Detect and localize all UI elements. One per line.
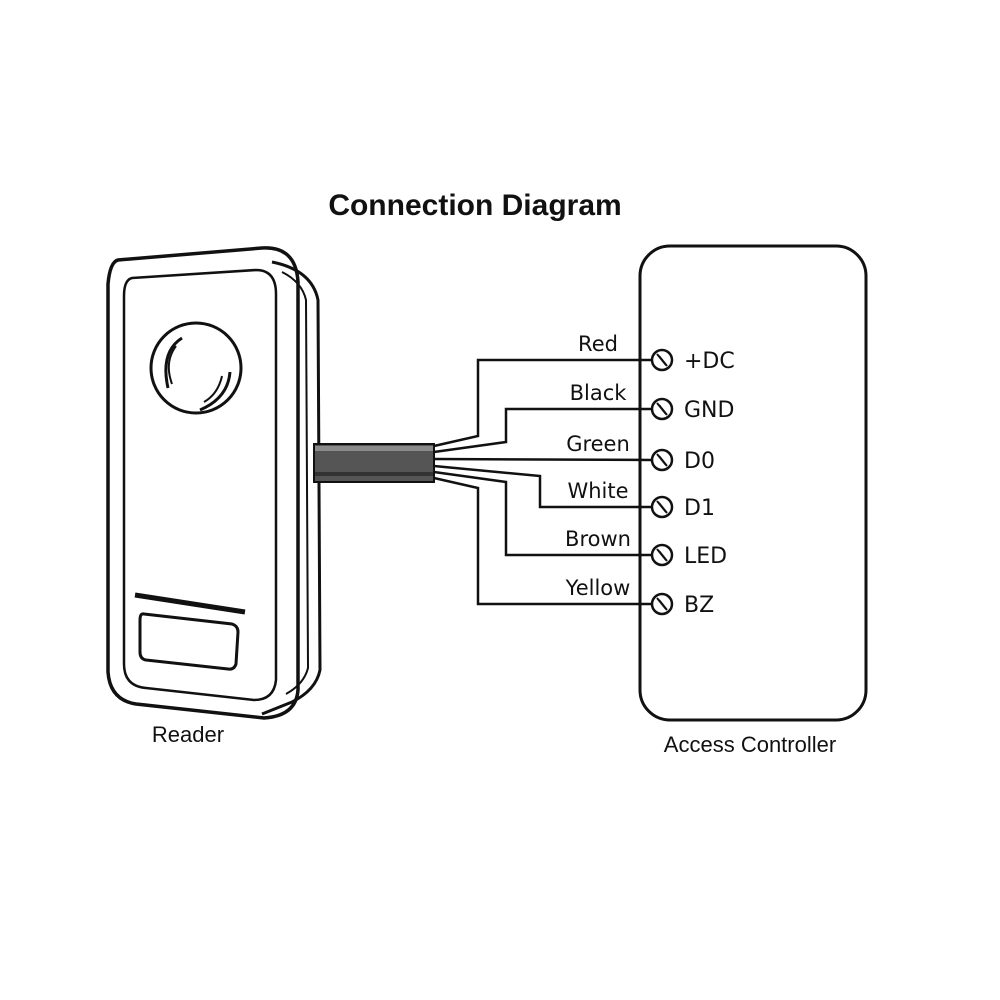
reader-lower-window [138,612,240,671]
wire-label-yellow: Yellow [565,576,631,600]
terminal-label: GND [684,398,734,423]
wire-yellow [433,476,652,606]
reader-led-bar [134,592,246,615]
wire-label-green: Green [566,432,630,456]
reader-outer-body [106,246,300,720]
wire-label-white: White [567,479,628,503]
reader-side-shell [261,260,322,716]
card-symbol-arc-left-inner [167,345,177,385]
terminal-label: LED [684,544,727,569]
screw-slot [658,404,668,416]
terminal-bz: BZ [650,592,714,618]
reader-cable [313,443,435,483]
card-symbol-icon [149,321,243,415]
terminal-d0: D0 [650,448,715,474]
card-symbol-arc-right [199,371,232,412]
screw-slot [658,355,668,367]
diagram-title: Connection Diagram [328,189,621,222]
reader-side-inner [281,271,310,695]
wire-black [433,407,652,454]
screw-slot [658,502,668,514]
screw-slot [658,455,668,467]
reader-device [106,246,322,720]
terminal-d1: D1 [650,495,715,521]
terminal-dc: +DC [650,348,735,374]
card-symbol-arc-left [164,336,183,389]
access-controller-caption: Access Controller [664,732,836,757]
reader-caption: Reader [152,722,224,747]
terminal-gnd: GND [650,397,734,423]
wire-label-black: Black [570,381,628,405]
terminal-label: +DC [684,349,735,374]
screw-slot [658,599,668,611]
card-symbol-arc-right-inner [203,375,223,403]
wire-group [433,358,653,606]
terminal-label: D1 [684,496,715,521]
wire-white [433,464,652,509]
wire-red [433,358,652,448]
terminal-led: LED [650,543,727,569]
screw-slot [658,550,668,562]
wire-label-red: Red [578,332,618,356]
terminal-label: D0 [684,449,715,474]
terminal-label: BZ [684,593,714,618]
reader-face [122,268,278,702]
access-controller-box [638,244,868,722]
wire-brown [433,470,652,557]
wire-green [433,457,653,462]
wire-label-brown: Brown [565,527,631,551]
